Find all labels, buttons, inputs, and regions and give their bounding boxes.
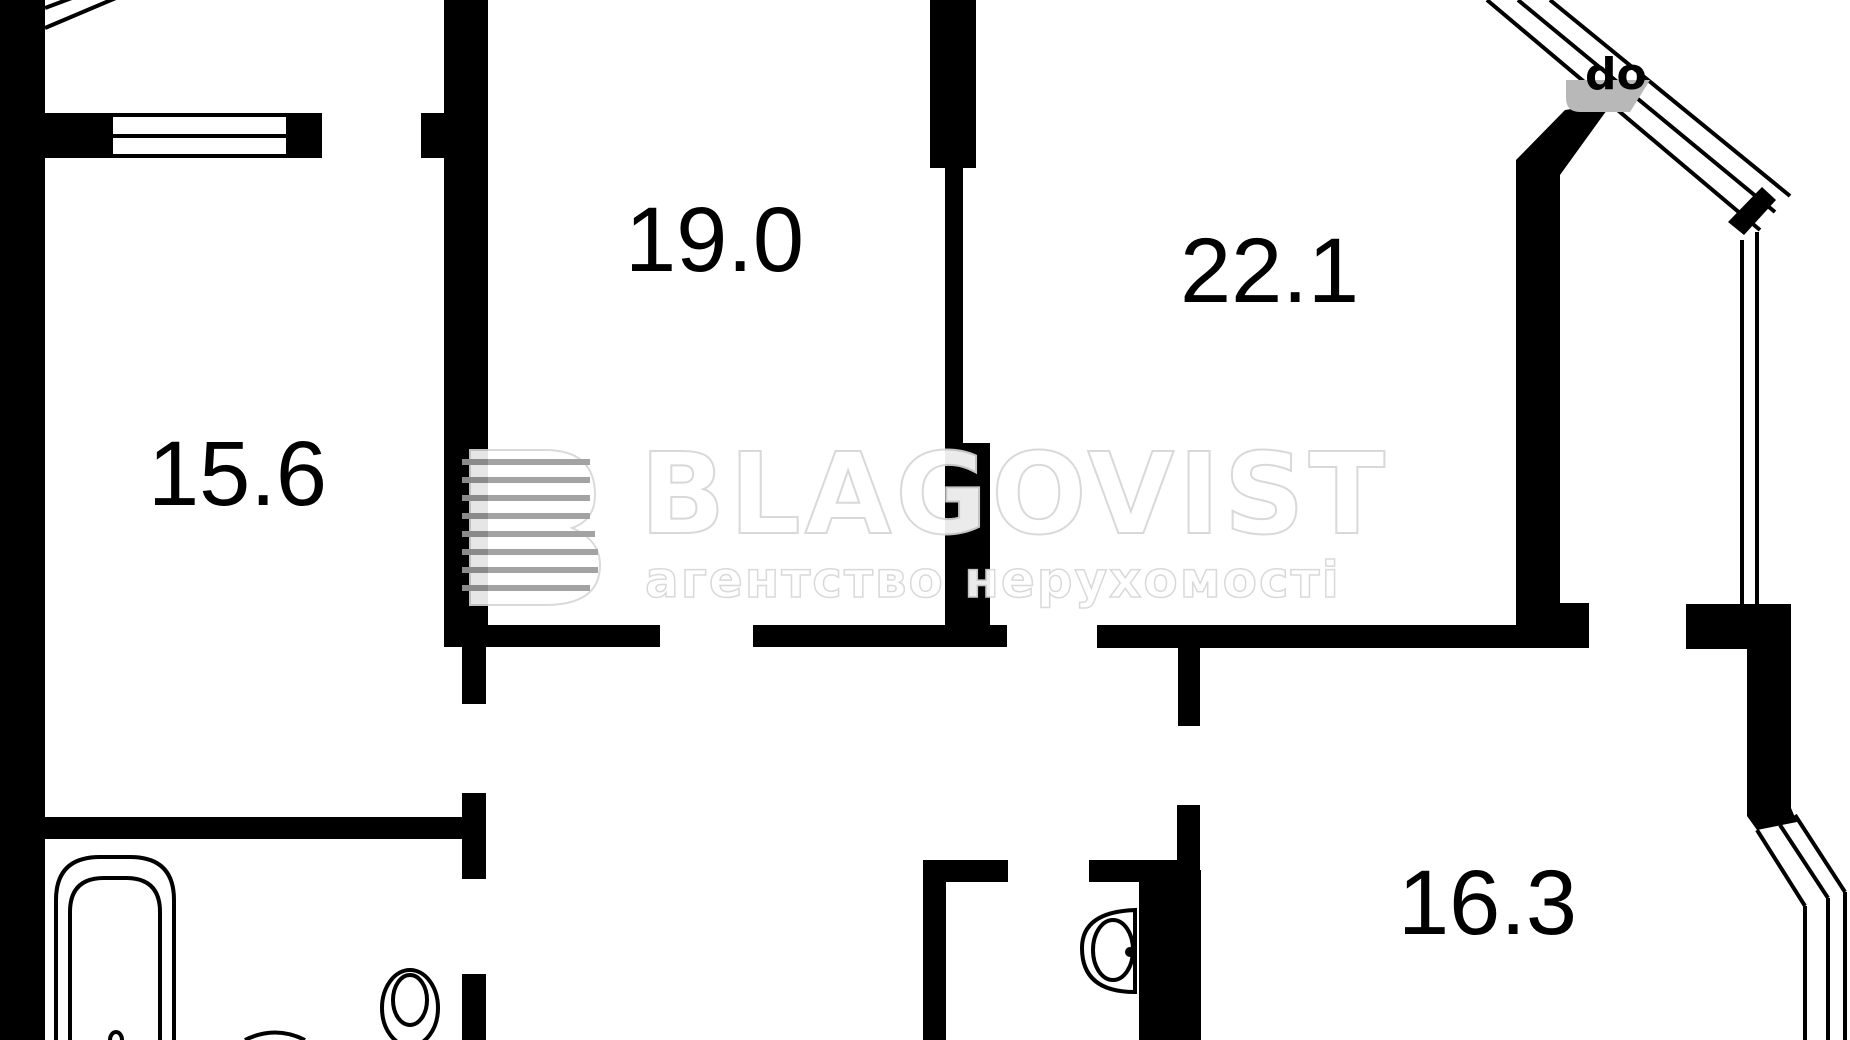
bathroom-top-wall [45, 793, 486, 1040]
watermark: BLAGOVIST агентство нерухомості [462, 429, 1389, 610]
room-area-label: 19.0 [625, 189, 804, 291]
top-left-window [44, 0, 117, 30]
room-area-label: 22.1 [1180, 220, 1359, 322]
corner-badge: do [1566, 49, 1650, 112]
corner-badge-text: do [1585, 49, 1647, 100]
partition-center-right [930, 0, 990, 647]
right-room-east-wall [1516, 103, 1612, 625]
bay-window-top [1485, 0, 1792, 605]
watermark-logo-icon [462, 449, 602, 606]
bay-window-bottom [1755, 813, 1847, 1040]
bathtub-icon [54, 855, 176, 1040]
lower-right-east-wall [1686, 604, 1797, 830]
toilet-icon [380, 968, 440, 1040]
wc-sink-icon [1079, 907, 1137, 995]
watermark-tagline: агентство нерухомості [645, 551, 1341, 609]
room-area-label: 15.6 [148, 423, 327, 525]
left-room-window-wall [45, 113, 322, 158]
bathroom-sink-icon [244, 1030, 306, 1040]
right-room-bottom-wall [1097, 603, 1589, 726]
left-exterior-wall [0, 0, 45, 1040]
room-area-label: 16.3 [1398, 852, 1577, 954]
wc-walls [923, 805, 1201, 1040]
center-room-bottom-wall [444, 625, 1007, 647]
watermark-brand: BLAGOVIST [640, 430, 1389, 560]
